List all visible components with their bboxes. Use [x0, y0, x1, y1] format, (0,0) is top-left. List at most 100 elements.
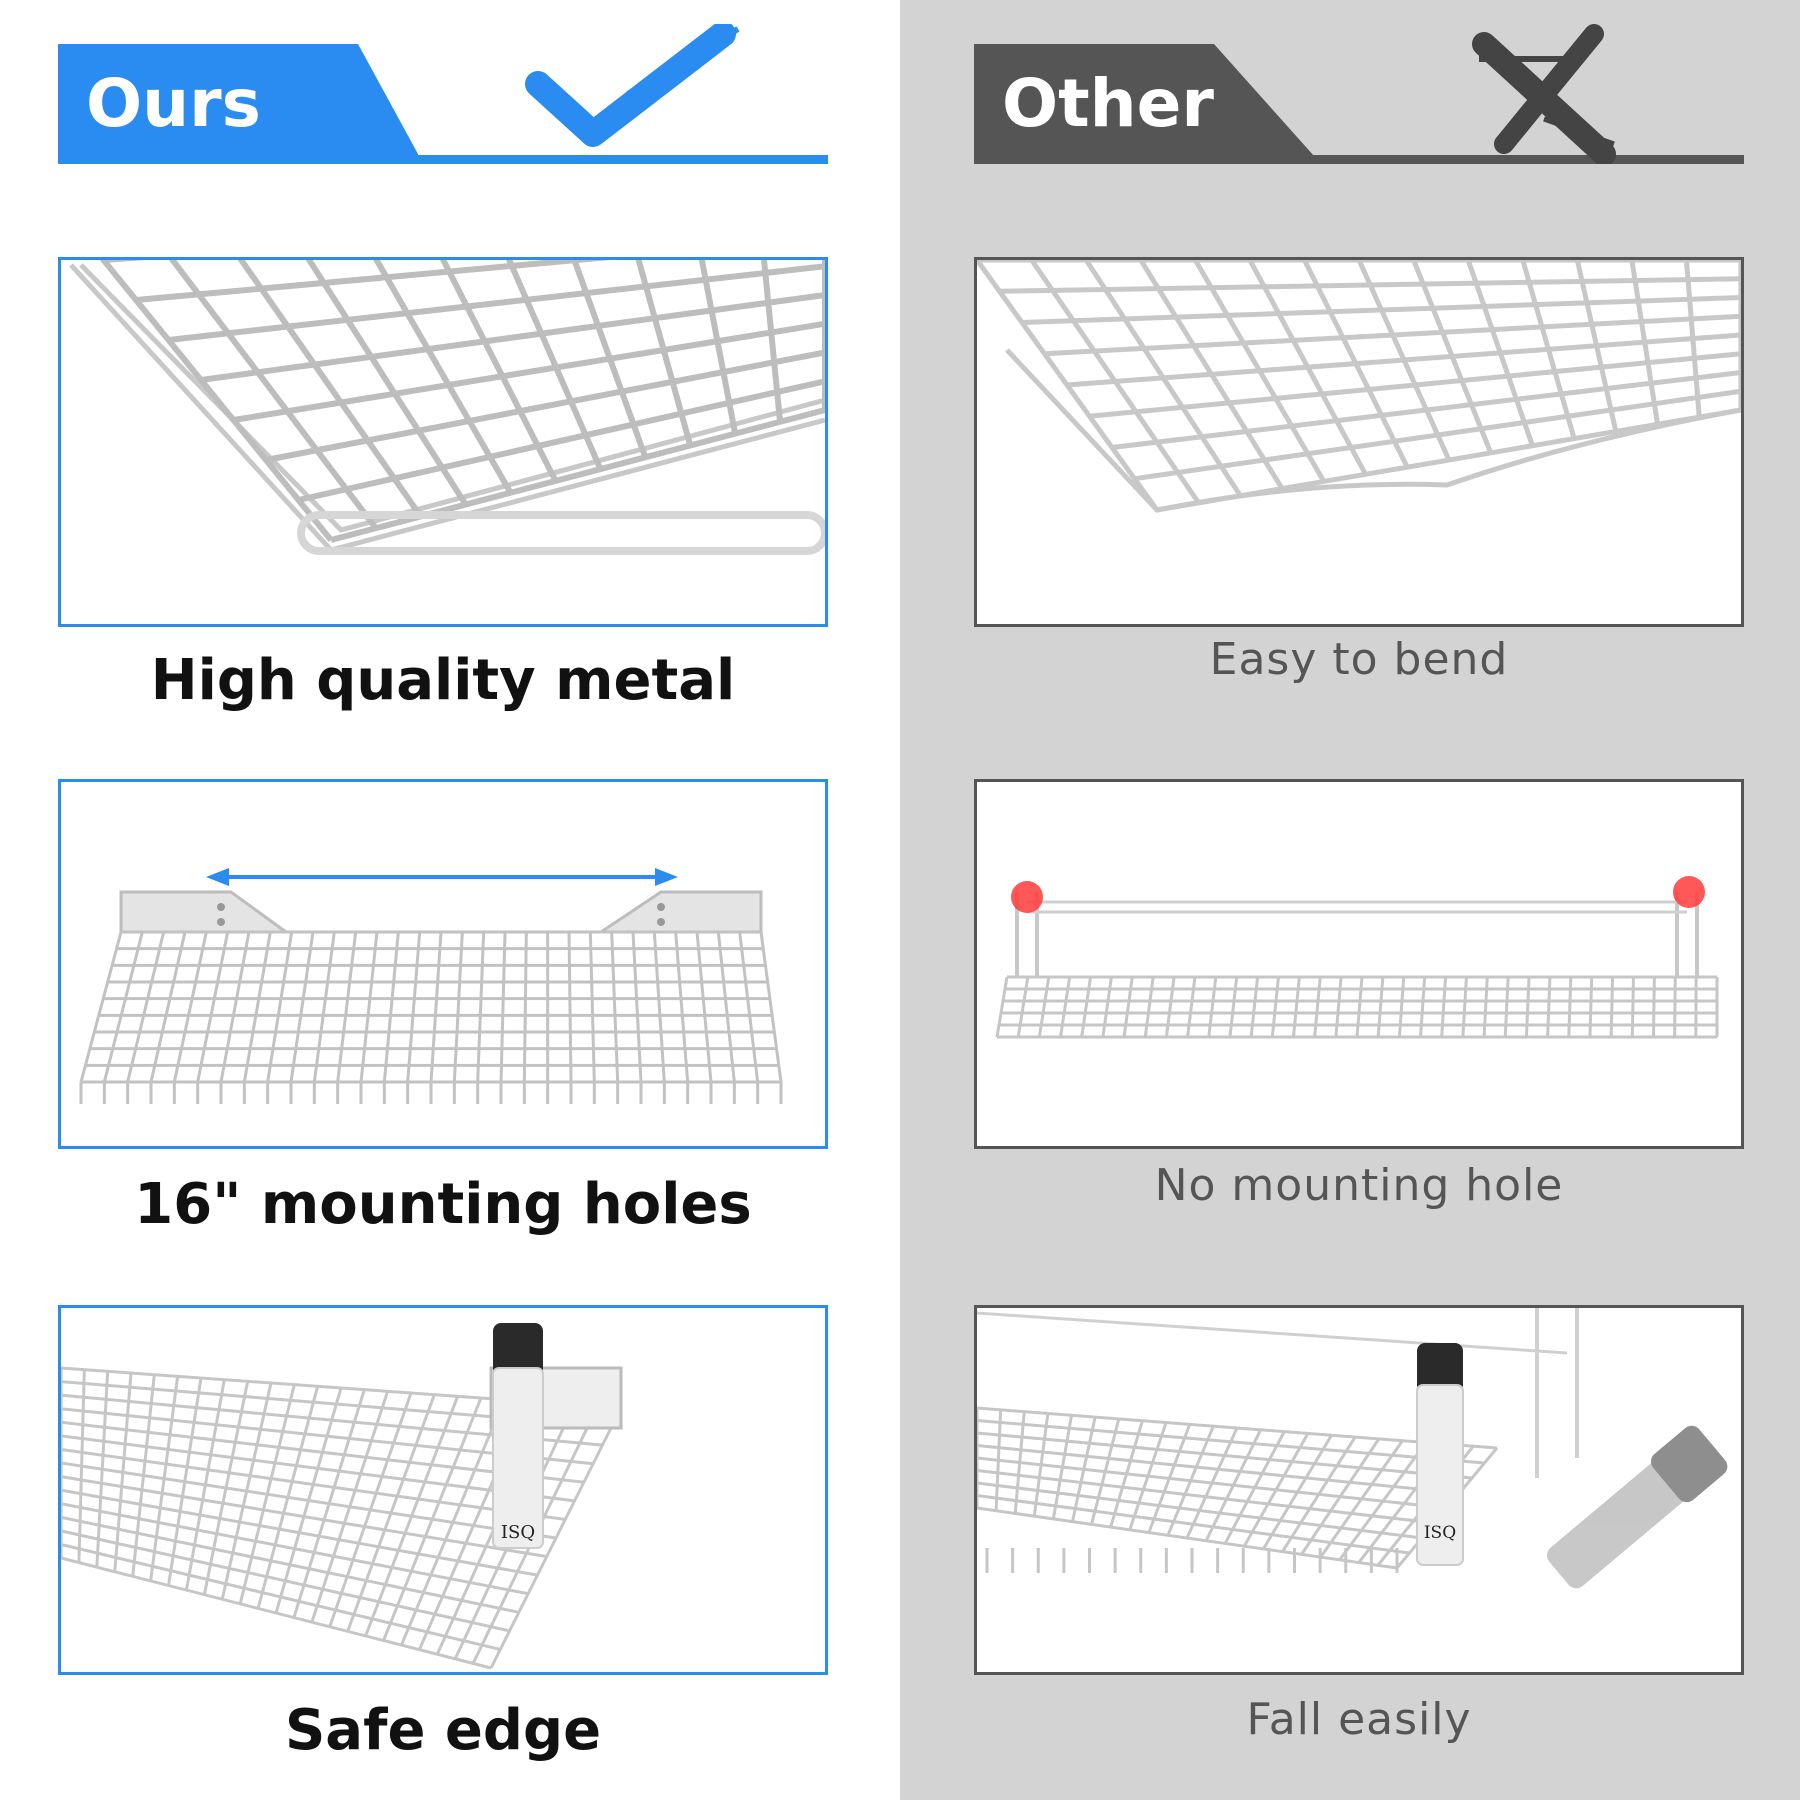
serum-bottle: ISQ: [492, 1323, 544, 1549]
wire: [1334, 976, 1343, 1038]
wire: [631, 931, 643, 1083]
wire: [196, 931, 230, 1083]
wire: [1122, 976, 1134, 1038]
other-panel-no-hole: [974, 779, 1744, 1149]
wire: [1207, 976, 1218, 1038]
wire: [1037, 976, 1051, 1038]
left-bracket: [119, 890, 291, 934]
shelf-without-holes-image: [995, 876, 1719, 1039]
wire: [1044, 313, 1741, 357]
wire: [1503, 976, 1510, 1038]
other-caption-2: No mounting hole: [1154, 1160, 1564, 1211]
wire: [977, 1419, 1485, 1465]
other-caption-3: Fall easily: [1246, 1694, 1472, 1745]
wire: [522, 931, 528, 1083]
bent-wire-grid-image: [977, 260, 1741, 513]
wire: [977, 1506, 1398, 1570]
wire: [61, 1488, 538, 1577]
wire: [1397, 976, 1406, 1038]
wire: [1376, 976, 1385, 1038]
wire: [1651, 976, 1656, 1038]
wire: [61, 1447, 566, 1521]
wire: [1228, 976, 1239, 1038]
falling-bottle-image: ISQ: [977, 1308, 1728, 1589]
other-header-line: [974, 155, 1744, 164]
right-bracket: [596, 890, 763, 934]
wire: [1630, 976, 1635, 1038]
other-column: Other Easy to bend No mounting ho: [900, 0, 1800, 1800]
wire: [1482, 976, 1489, 1038]
wire: [610, 931, 620, 1083]
wire: [126, 931, 166, 1083]
wire: [1080, 976, 1093, 1038]
missing-hole-marker-left: [1011, 881, 1043, 913]
wire: [102, 931, 144, 1083]
wire: [759, 931, 783, 1083]
wire: [1016, 976, 1030, 1038]
wire: [297, 378, 825, 503]
wire: [1270, 976, 1280, 1038]
cross-icon: [1472, 24, 1616, 164]
arrow-left-head: [206, 868, 229, 886]
wire: [1313, 976, 1322, 1038]
wire: [476, 931, 486, 1083]
wire: [674, 931, 690, 1083]
wire: [1609, 976, 1615, 1038]
wire: [567, 931, 573, 1083]
wire: [1066, 332, 1741, 388]
wire: [61, 1529, 510, 1633]
wire: [995, 976, 1009, 1038]
wire: [977, 1456, 1448, 1510]
wire: [312, 931, 336, 1083]
arrow-right-head: [655, 868, 678, 886]
ours-caption-1: High quality metal: [150, 648, 736, 713]
wire: [61, 1556, 492, 1670]
wire: [1355, 976, 1364, 1038]
wire: [219, 931, 251, 1083]
wire: [1089, 351, 1741, 419]
wire: [149, 931, 187, 1083]
ours-caption-2: 16" mounting holes: [134, 1172, 752, 1237]
wire: [233, 320, 825, 423]
ours-caption-3: Safe edge: [284, 1698, 602, 1763]
wire: [429, 931, 443, 1083]
wire: [977, 1444, 1460, 1495]
falling-bottle-blur: [1546, 1425, 1728, 1589]
bottle-label: ISQ: [501, 1522, 535, 1543]
ours-column: Ours High quality metal: [58, 24, 828, 1763]
wire: [1111, 370, 1741, 450]
wire: [61, 1461, 557, 1540]
dense-wire-grid-image: [69, 260, 825, 555]
wire: [499, 931, 507, 1083]
bottle-label-2: ISQ: [1424, 1523, 1456, 1543]
wire: [406, 931, 422, 1083]
wire: [695, 931, 713, 1083]
wire: [977, 1481, 1423, 1540]
wire: [1567, 976, 1573, 1038]
wire: [1101, 976, 1113, 1038]
wire: [172, 931, 208, 1083]
wire: [1546, 976, 1552, 1038]
wire: [200, 292, 825, 383]
wire: [265, 349, 825, 463]
missing-hole-marker-right: [1673, 876, 1705, 908]
serum-bottle-standing: ISQ: [1416, 1343, 1464, 1566]
wire: [977, 1494, 1410, 1555]
wire: [289, 931, 315, 1083]
wire: [135, 260, 611, 303]
wire: [977, 1431, 1473, 1480]
wire: [168, 263, 825, 343]
wire: [61, 1502, 529, 1596]
shelf-with-bottle-image: ISQ: [61, 1323, 623, 1670]
wire: [61, 1542, 501, 1651]
ours-panel-metal: [58, 257, 828, 627]
other-title: Other: [974, 44, 1314, 164]
other-panel-fall: ISQ: [974, 1305, 1744, 1675]
wire: [1249, 976, 1260, 1038]
ours-header-line: [58, 155, 828, 164]
wire: [1440, 976, 1448, 1038]
checkmark-icon: [525, 24, 740, 147]
wire: [1143, 976, 1155, 1038]
wire: [652, 931, 666, 1083]
ours-panel-edge: ISQ: [58, 1305, 828, 1675]
